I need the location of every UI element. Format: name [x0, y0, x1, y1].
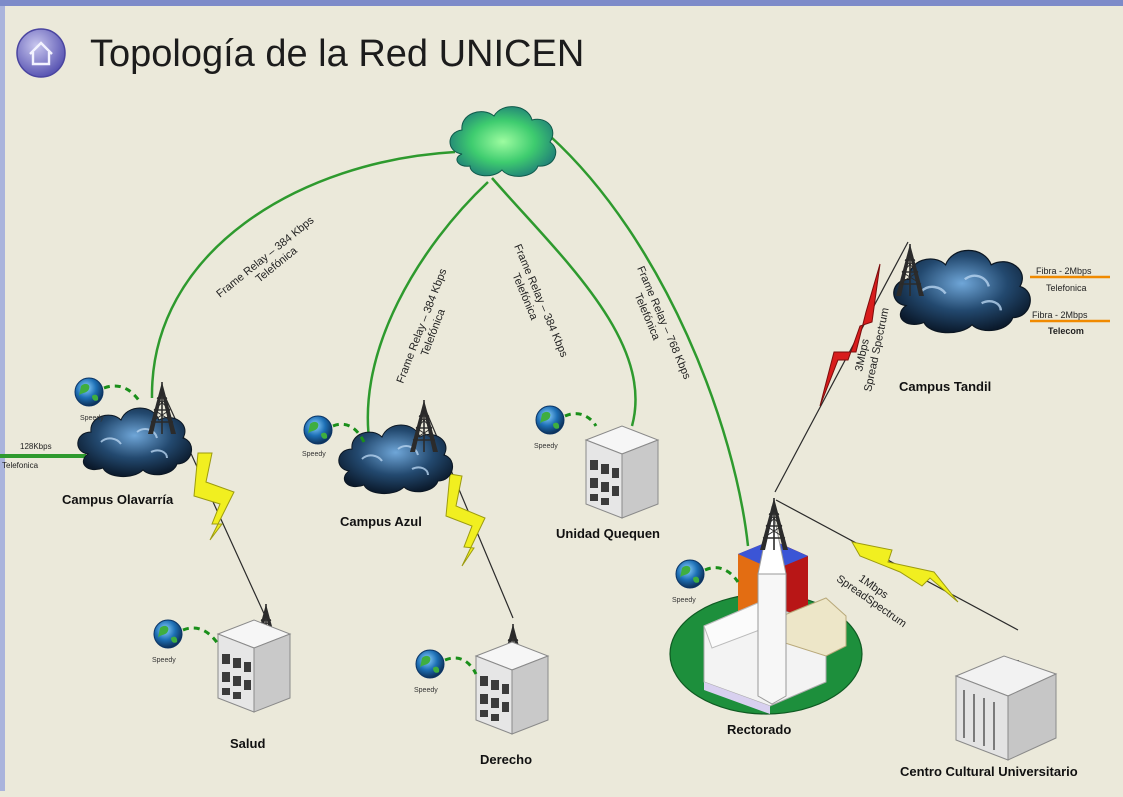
node-label-tandil: Campus Tandil: [899, 379, 991, 394]
isp-azul: Speedy: [302, 415, 366, 458]
campus-cloud-icon: [337, 424, 454, 495]
node-label-rectorado: Rectorado: [727, 722, 791, 737]
isp-quequen: Speedy: [534, 405, 598, 450]
building-icon: [585, 425, 659, 519]
frame-relay-cloud: [449, 106, 557, 177]
svg-text:Speedy: Speedy: [672, 597, 696, 604]
globe-icon: [303, 415, 333, 445]
building-icon: [954, 655, 1058, 761]
link-azul: [366, 181, 489, 447]
antenna-tower-icon: [409, 399, 439, 453]
antenna-tower-icon: [759, 497, 789, 551]
globe-icon: [74, 377, 104, 407]
svg-text:Fibra - 2Mbps: Fibra - 2Mbps: [1032, 310, 1088, 320]
svg-text:Frame Relay – 384 Kbps: Frame Relay – 384 Kbps: [214, 214, 316, 300]
rectorado-complex: [669, 505, 863, 715]
isp-derecho: Speedy: [414, 649, 478, 694]
link-label-fiber-telefonica: Fibra - 2Mbps Telefonica: [1036, 266, 1092, 293]
node-label-olavarria: Campus Olavarría: [62, 492, 174, 507]
link-olavarria: [150, 150, 456, 399]
globe-icon: [675, 559, 705, 589]
node-label-centro: Centro Cultural Universitario: [900, 764, 1078, 779]
svg-text:Speedy: Speedy: [80, 415, 104, 422]
svg-text:Speedy: Speedy: [302, 451, 326, 458]
globe-icon: [153, 619, 183, 649]
isp-rectorado: Speedy: [672, 559, 740, 604]
isp-salud: Speedy: [152, 619, 220, 664]
svg-text:128Kbps: 128Kbps: [20, 442, 52, 451]
svg-text:Fibra - 2Mbps: Fibra - 2Mbps: [1036, 266, 1092, 276]
home-icon[interactable]: [16, 28, 66, 78]
globe-icon: [415, 649, 445, 679]
link-rectorado: [549, 135, 750, 547]
svg-text:Speedy: Speedy: [534, 443, 558, 450]
node-label-derecho: Derecho: [480, 752, 532, 767]
page-title: Topología de la Red UNICEN: [90, 33, 584, 75]
radio-bolt-tandil: [819, 263, 881, 407]
svg-text:Speedy: Speedy: [152, 657, 176, 664]
svg-text:Telefonica: Telefonica: [2, 461, 39, 470]
svg-text:Telefonica: Telefonica: [1046, 283, 1087, 293]
link-label-fiber-telecom: Fibra - 2Mbps Telecom: [1032, 310, 1088, 336]
link-quequen: [491, 177, 637, 427]
svg-text:Telecom: Telecom: [1048, 326, 1084, 336]
radio-lines: [161, 241, 1019, 631]
building-icon: [217, 619, 291, 713]
node-label-salud: Salud: [230, 736, 265, 751]
link-label-olavarria: Frame Relay – 384 Kbps Telefónica: [214, 214, 316, 300]
radio-bolt-centro: [851, 541, 959, 603]
radio-bolt-derecho: [445, 473, 486, 567]
isp-olavarria: Speedy: [74, 377, 142, 422]
frame-relay-links: [150, 135, 750, 547]
building-icon: [475, 641, 549, 735]
fiber-links: [1030, 275, 1110, 323]
network-diagram: Topología de la Red UNICEN: [0, 28, 1110, 779]
node-label-azul: Campus Azul: [340, 514, 422, 529]
link-label-olavarria-external: 128Kbps Telefonica: [2, 442, 52, 470]
radio-bolt-salud: [193, 452, 235, 541]
svg-text:Speedy: Speedy: [414, 687, 438, 694]
link-label-azul: Frame Relay – 384 Kbps Telefónica: [395, 267, 450, 385]
link-label-quequen: Frame Relay – 384 Kbps Telefónica: [509, 242, 570, 359]
globe-icon: [535, 405, 565, 435]
node-label-quequen: Unidad Quequen: [556, 526, 660, 541]
